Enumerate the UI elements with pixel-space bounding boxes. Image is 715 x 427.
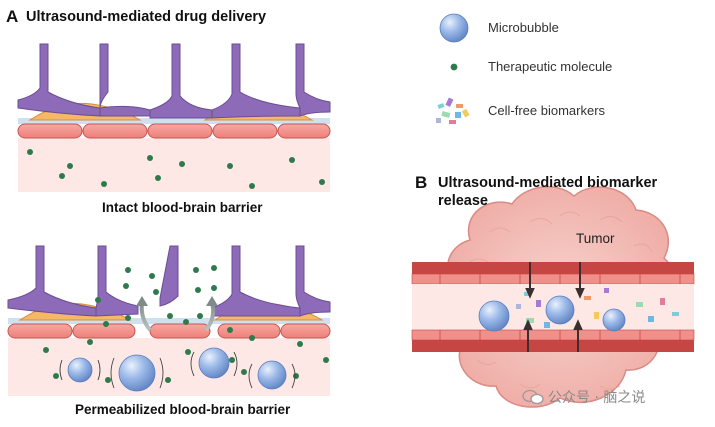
panel-a-title: Ultrasound-mediated drug delivery [26,9,267,25]
panel-b-letter: B [415,173,428,192]
endothelial-cells [7,323,331,339]
therapeutic-molecules-permeabilized [43,265,329,383]
oscillation-marks [59,351,296,389]
permeabilized-bbb-illustration [7,245,331,396]
microbubbles-vessel [478,295,626,332]
panel-b-title-line1: Ultrasound-mediated biomarker [438,175,658,191]
astrocyte-endfeet [17,43,331,119]
legend-therapeutic-icon [450,63,458,71]
microbubbles-blood [67,347,287,392]
legend-microbubble-label: Microbubble [488,20,559,35]
blood-region [18,138,330,192]
leakage-arrows [136,296,218,332]
tumor-label: Tumor [576,231,615,246]
release-arrows [523,262,585,352]
intact-bbb-illustration [17,43,331,192]
endothelial-cells [17,123,331,139]
panel-a-letter: A [6,7,19,26]
astrocyte-endfeet [7,245,331,317]
legend-therapeutic-label: Therapeutic molecule [488,59,613,74]
legend-biomarkers-icon [436,97,470,124]
legend-microbubble-icon [439,13,469,43]
tumor-illustration [411,186,695,408]
intact-bbb-caption: Intact blood-brain barrier [102,200,263,215]
legend-biomarkers-label: Cell-free biomarkers [488,103,606,118]
watermark-text: 公众号 · 脑之说 [548,390,646,406]
permeabilized-bbb-caption: Permeabilized blood-brain barrier [75,402,291,417]
legend-icons [436,13,470,124]
panel-b-title-line2: release [438,193,488,209]
therapeutic-molecules-intact [27,149,325,189]
wechat-icon [522,389,544,405]
